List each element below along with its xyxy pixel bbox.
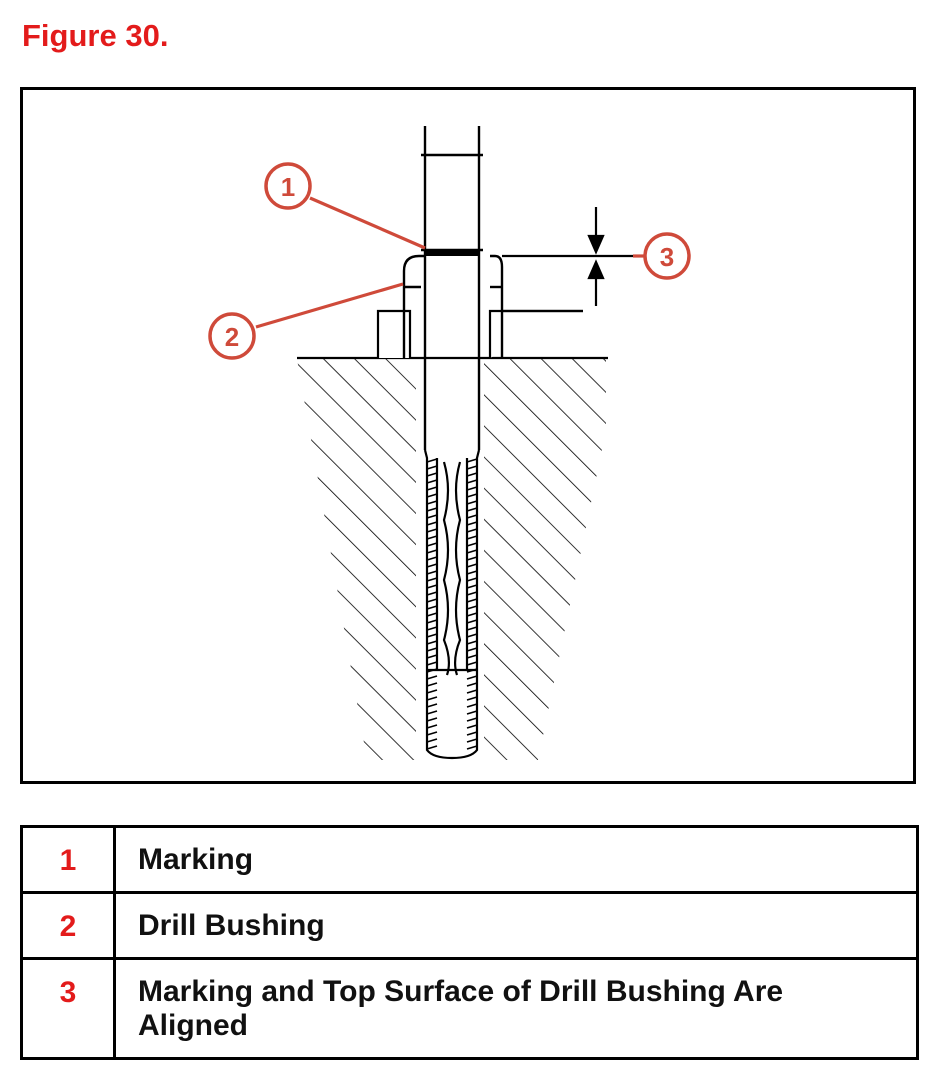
legend-description: Marking <box>113 825 919 894</box>
drill-bushing <box>402 254 504 359</box>
legend-description: Drill Bushing <box>113 891 919 960</box>
callout-1-label: 1 <box>281 172 295 202</box>
legend-row-1: 1 Marking <box>20 825 919 894</box>
legend-number: 3 <box>20 957 116 1060</box>
marking-band <box>425 250 479 256</box>
legend-description: Marking and Top Surface of Drill Bushing… <box>113 957 919 1060</box>
legend-number: 2 <box>20 891 116 960</box>
alignment-dimension <box>502 207 633 313</box>
callout-2-label: 2 <box>225 322 239 352</box>
callout-1: 1 <box>264 162 312 210</box>
legend-row-2: 2 Drill Bushing <box>20 891 919 960</box>
tap-and-drill-bushing-diagram: /* placeholder to keep structure; teeth … <box>208 126 691 760</box>
legend-number: 1 <box>20 825 116 894</box>
workpiece-hatching <box>297 359 606 760</box>
legend-table: 1 Marking 2 Drill Bushing 3 Marking and … <box>20 825 919 1060</box>
tap-thread-teeth: /* placeholder to keep structure; teeth … <box>426 458 478 750</box>
callout-3-label: 3 <box>660 242 674 272</box>
tap-shank <box>421 126 483 450</box>
figure-title: Figure 30. <box>22 18 169 53</box>
callout-leaders <box>255 196 645 329</box>
diagram-frame: /* placeholder to keep structure; teeth … <box>20 87 916 784</box>
callout-3: 3 <box>643 232 691 280</box>
callout-2: 2 <box>208 312 256 360</box>
legend-row-3: 3 Marking and Top Surface of Drill Bushi… <box>20 957 919 1060</box>
bushing-flange <box>376 309 583 358</box>
